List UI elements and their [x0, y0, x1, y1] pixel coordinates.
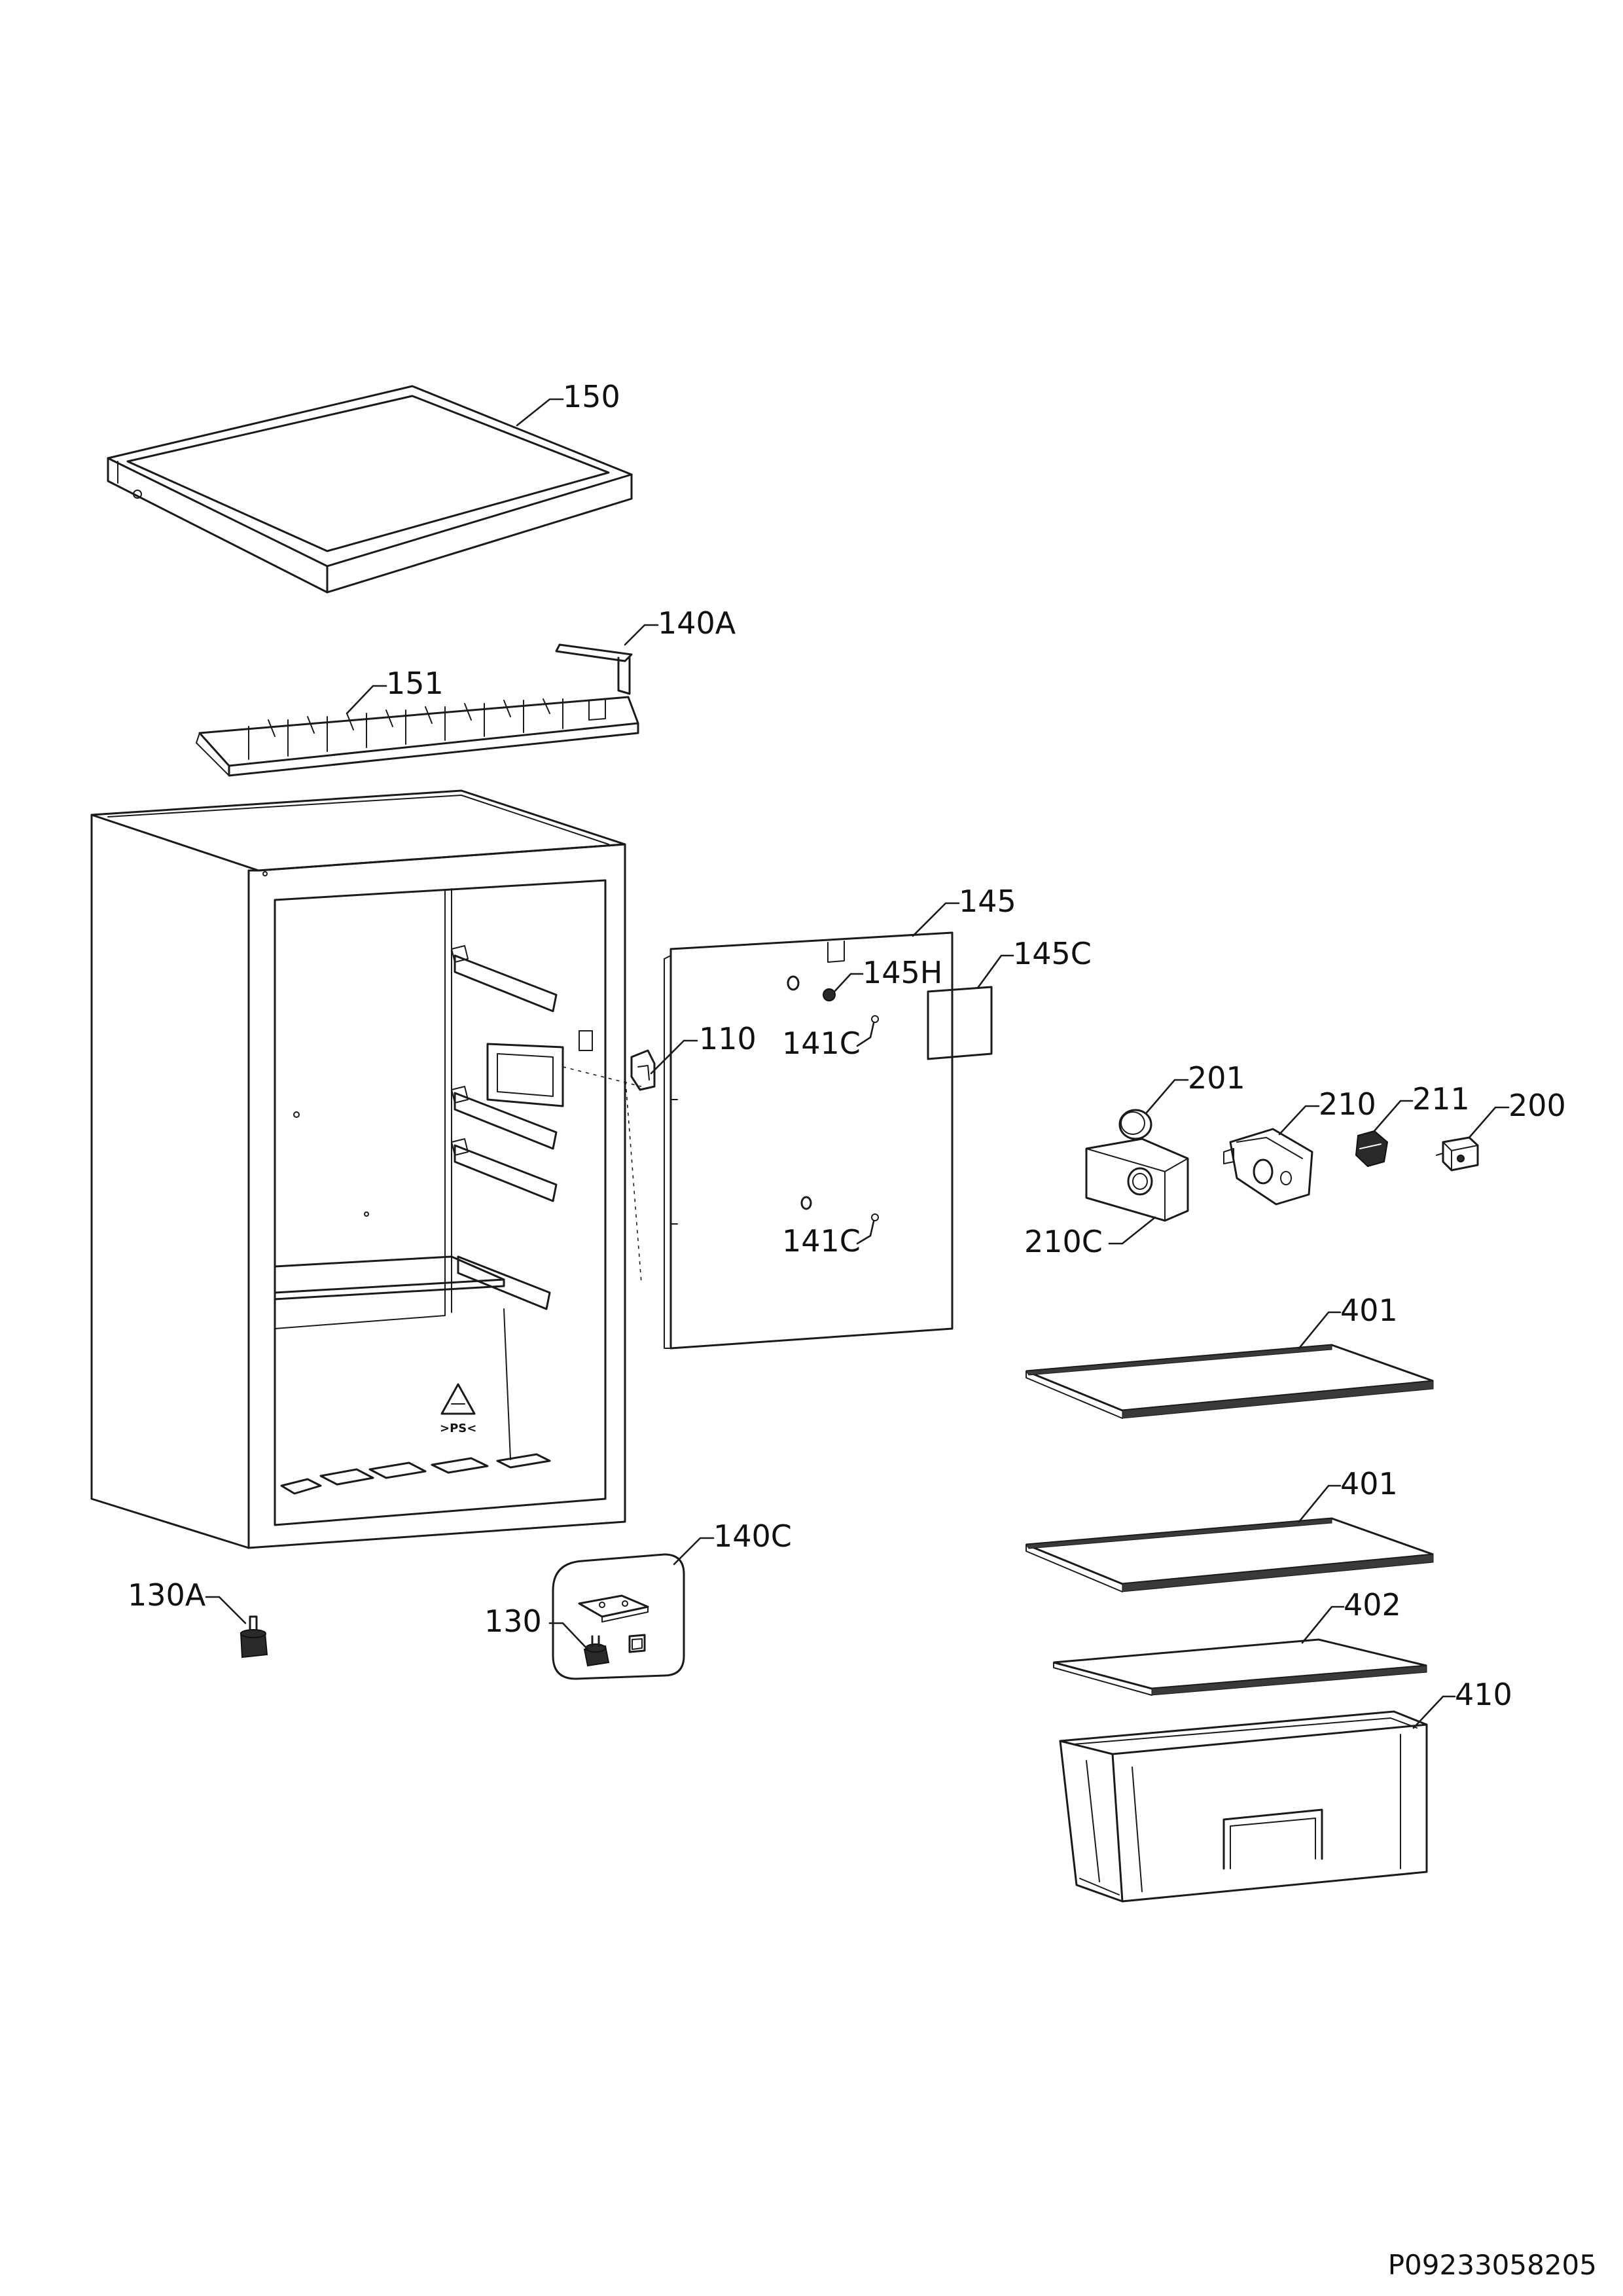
leader-410 [1412, 1695, 1456, 1729]
foot-adjustable-drawing [240, 1615, 268, 1659]
hinge-drawing [630, 1049, 656, 1091]
thermostat-cover-drawing [1085, 1138, 1189, 1222]
shelf-upper-drawing [1026, 1344, 1434, 1419]
label-401-upper: 401 [1340, 1293, 1398, 1328]
label-210: 210 [1319, 1086, 1376, 1122]
leader-140A [624, 624, 659, 646]
accessory-kit-drawing [552, 1553, 685, 1680]
hinge-pin-drawing [555, 643, 633, 695]
leader-150 [516, 398, 564, 427]
leader-401-upper [1298, 1311, 1342, 1350]
cabinet-drawing: >PS< [90, 789, 642, 1549]
leader-141C-bottom [856, 1220, 875, 1245]
thermostat-housing-drawing [1223, 1128, 1313, 1206]
lid-drawing [107, 385, 633, 594]
shelf-middle-drawing [1026, 1517, 1434, 1592]
door-handle-drawing [823, 988, 836, 1001]
leader-402 [1301, 1605, 1345, 1644]
label-200: 200 [1508, 1088, 1566, 1123]
door-label-drawing [927, 986, 993, 1060]
door-screw-top-drawing [871, 1015, 879, 1023]
lid-frame-drawing [196, 696, 639, 777]
label-140C: 140C [713, 1518, 792, 1554]
leader-401-middle [1298, 1484, 1342, 1523]
label-401-middle: 401 [1340, 1466, 1398, 1501]
knob-drawing [1118, 1109, 1152, 1140]
leader-151 [346, 685, 387, 715]
leader-211 [1373, 1100, 1414, 1132]
label-130: 130 [484, 1604, 542, 1639]
leader-201 [1145, 1079, 1189, 1114]
recycling-mark: >PS< [440, 1422, 476, 1435]
label-130A: 130A [128, 1577, 206, 1613]
label-145H: 145H [863, 955, 942, 990]
label-140A: 140A [658, 605, 736, 641]
leader-145H [833, 973, 864, 993]
crisper-drawing [1059, 1710, 1428, 1903]
leader-145 [912, 902, 960, 937]
label-151: 151 [386, 666, 444, 701]
lamp-drawing [1436, 1136, 1479, 1172]
crisper-cover-drawing [1053, 1638, 1427, 1696]
label-110: 110 [699, 1021, 757, 1056]
leader-210C [1108, 1216, 1156, 1245]
label-145C: 145C [1013, 936, 1092, 971]
label-150: 150 [563, 379, 620, 414]
leader-130 [548, 1622, 589, 1651]
label-210C: 210C [1024, 1224, 1103, 1259]
door-screw-bottom-drawing [871, 1213, 879, 1221]
leader-140C [673, 1537, 715, 1566]
label-141C-top: 141C [782, 1026, 861, 1061]
label-201: 201 [1188, 1060, 1245, 1096]
leader-200 [1468, 1106, 1510, 1139]
thermostat-drawing [1355, 1130, 1389, 1168]
label-402: 402 [1344, 1587, 1401, 1623]
label-145: 145 [959, 884, 1016, 919]
label-410: 410 [1455, 1677, 1512, 1712]
door-drawing [664, 931, 954, 1350]
leader-141C-top [856, 1022, 875, 1047]
document-code: P09233058205 [1388, 2249, 1597, 2281]
leader-110 [650, 1039, 698, 1075]
leader-210 [1278, 1105, 1320, 1136]
label-141C-bottom: 141C [782, 1223, 861, 1259]
leader-145C [977, 954, 1014, 988]
leader-130A [205, 1596, 247, 1624]
label-211: 211 [1412, 1081, 1470, 1117]
